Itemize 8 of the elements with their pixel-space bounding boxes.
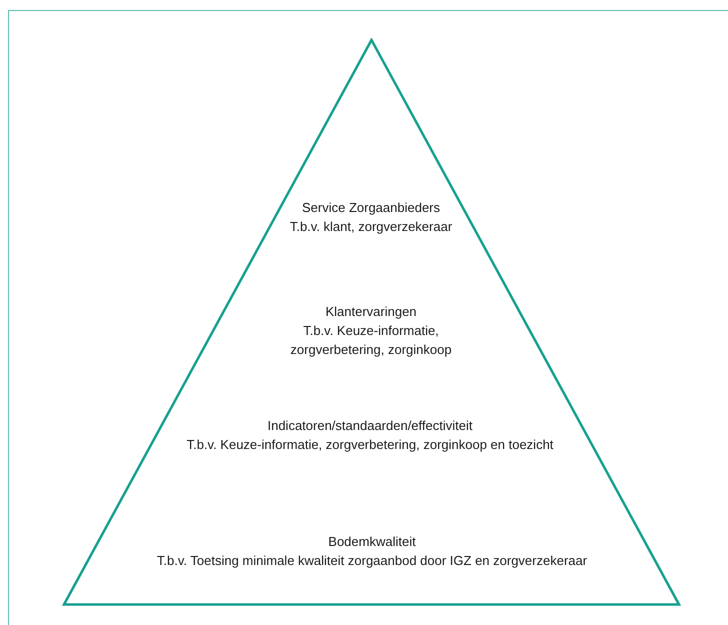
level-description: T.b.v. Keuze-informatie, zorgverbetering, zorginkoop en toezicht (186, 436, 554, 454)
level-heading: Klantervaringen (325, 303, 417, 321)
level-description: T.b.v. Toetsing minimale kwaliteit zorgaanbod door IGZ en zorgverzekeraar (156, 552, 588, 570)
level-description: T.b.v. klant, zorgverzekeraar (290, 218, 452, 236)
level-description: T.b.v. Keuze-informatie, zorgverbetering, zorginkoop (289, 322, 453, 359)
level-heading: Indicatoren/standaarden/effectiviteit (267, 417, 472, 435)
level-heading: Service Zorgaanbieders (302, 199, 440, 217)
level-heading: Bodemkwaliteit (328, 533, 416, 551)
